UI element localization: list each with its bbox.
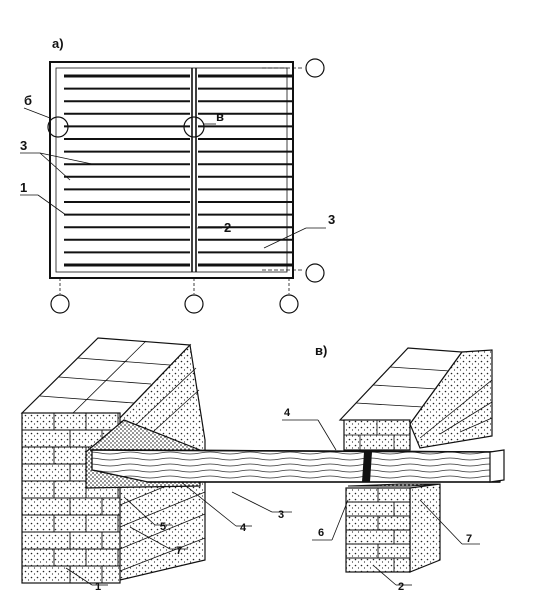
timber-beam [89, 449, 505, 483]
beam-support-mark [362, 452, 372, 482]
detail-left-label-4: 4 [240, 522, 247, 534]
axis-marker-right [279, 294, 299, 314]
wall-top-brick-joints [39, 340, 171, 417]
beam-end-face [489, 449, 505, 483]
right-wall-top-joints [355, 366, 451, 408]
plan-view: а) б в 3 [20, 36, 335, 314]
detail-right-panel-letter: в) [315, 343, 327, 358]
detail-right-label-6: 6 [318, 527, 324, 539]
detail-left-label-5: 5 [160, 521, 166, 533]
callout-label-b: б [24, 93, 32, 108]
right-wall-upper-side [409, 349, 493, 449]
detail-right: в) 4 6 7 [282, 343, 493, 593]
axis-marker-middle [184, 294, 204, 314]
right-wall-lower-side [409, 483, 441, 573]
plan-outer-wall [49, 61, 294, 279]
right-wall-side-joints [419, 379, 493, 439]
right-wall-lower-top [347, 483, 441, 487]
callout-circle-b [47, 116, 69, 138]
callout-circle-v [183, 116, 205, 138]
axis-marker-bottom-right [305, 263, 325, 283]
plan-label-1: 1 [20, 180, 27, 195]
axis-marker-left [50, 294, 70, 314]
detail-left-label-1: 1 [95, 581, 101, 593]
detail-right-label-2: 2 [398, 581, 404, 593]
right-wall-lower-brick-rows [346, 488, 410, 572]
callout-label-v: в [216, 109, 224, 124]
plan-axis-markers [50, 58, 325, 314]
plan-label-3a: 3 [20, 138, 27, 153]
detail-left-label-7: 7 [176, 545, 182, 557]
plan-joists [64, 74, 292, 267]
axis-marker-top-right [305, 58, 325, 78]
plan-inner-wall-line [55, 67, 288, 273]
beam-body [91, 449, 501, 483]
plan-label-2: 2 [224, 220, 231, 235]
detail-right-label-4: 4 [284, 407, 291, 419]
detail-left-label-3: 3 [278, 509, 284, 521]
plan-panel-letter: а) [52, 36, 64, 51]
detail-right-label-7: 7 [466, 533, 472, 545]
plan-label-3b: 3 [328, 212, 335, 227]
